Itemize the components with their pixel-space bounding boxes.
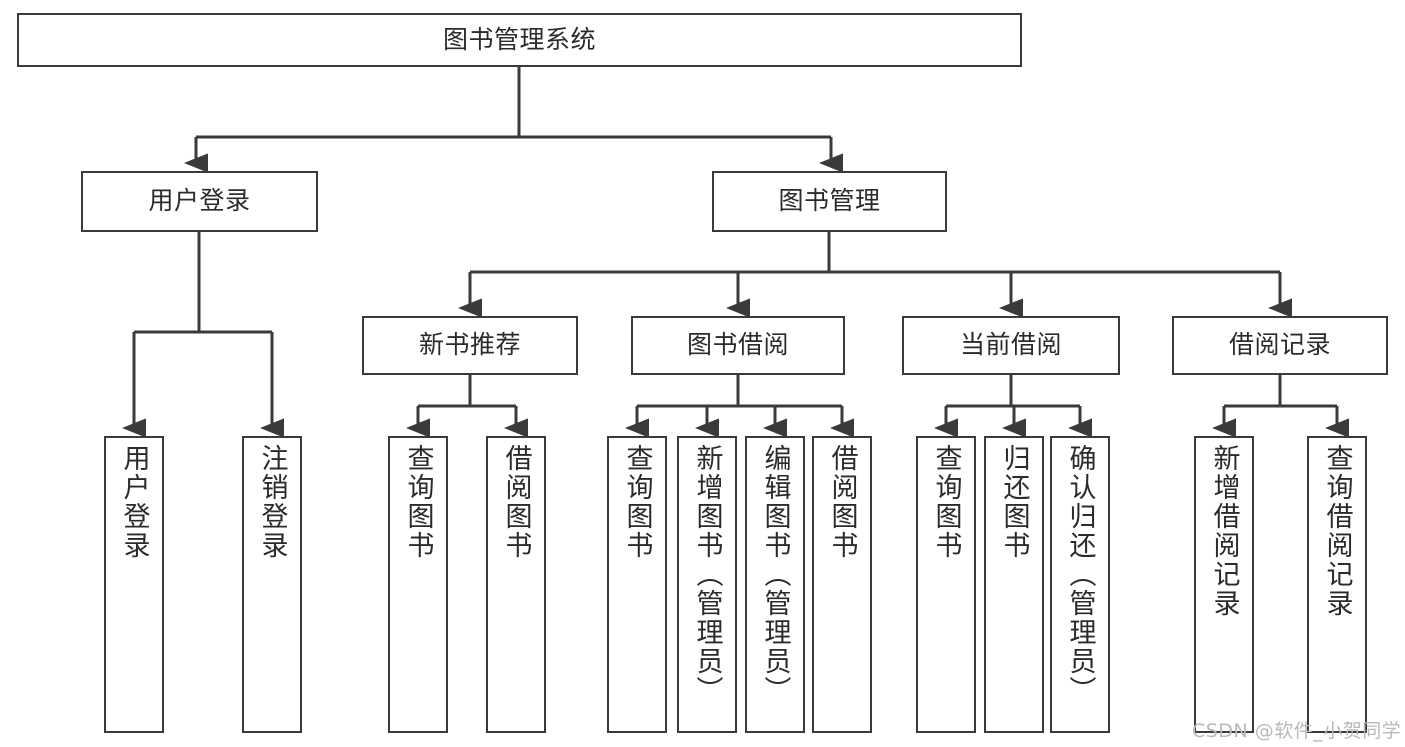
node-book-borrow-label: 图书借阅: [686, 330, 789, 360]
node-leaf-query-book-1[interactable]: 查询图书: [388, 436, 448, 733]
node-leaf-borrow-book-1[interactable]: 借阅图书: [486, 436, 546, 733]
node-leaf-add-book-admin-label: 新增图书（管理员）: [691, 444, 723, 705]
node-root[interactable]: 图书管理系统: [17, 13, 1022, 67]
node-new-book-recommend-label: 新书推荐: [418, 330, 521, 360]
node-leaf-logout-label: 注销登录: [256, 444, 288, 560]
node-leaf-add-borrow-record-label: 新增借阅记录: [1208, 444, 1240, 618]
node-leaf-return-book[interactable]: 归还图书: [984, 436, 1044, 733]
node-book-manage[interactable]: 图书管理: [712, 171, 947, 232]
csdn-watermark: CSDN @软件_小贺同学: [1192, 720, 1402, 742]
node-current-borrow-label: 当前借阅: [959, 330, 1062, 360]
node-new-book-recommend[interactable]: 新书推荐: [362, 316, 578, 375]
node-leaf-query-book-2-label: 查询图书: [621, 444, 653, 560]
node-leaf-edit-book-admin[interactable]: 编辑图书（管理员）: [745, 436, 805, 733]
node-leaf-query-borrow-record-label: 查询借阅记录: [1321, 444, 1353, 618]
node-root-label: 图书管理系统: [442, 24, 596, 54]
node-leaf-query-book-3-label: 查询图书: [930, 444, 962, 560]
node-borrow-record[interactable]: 借阅记录: [1172, 316, 1388, 375]
node-leaf-query-borrow-record[interactable]: 查询借阅记录: [1307, 436, 1367, 733]
node-leaf-user-login-label: 用户登录: [118, 444, 150, 560]
node-leaf-add-book-admin[interactable]: 新增图书（管理员）: [677, 436, 737, 733]
node-leaf-borrow-book-1-label: 借阅图书: [500, 444, 532, 560]
node-leaf-borrow-book-2[interactable]: 借阅图书: [812, 436, 872, 733]
node-leaf-add-borrow-record[interactable]: 新增借阅记录: [1194, 436, 1254, 733]
node-user-login[interactable]: 用户登录: [81, 171, 318, 232]
node-leaf-confirm-return-admin[interactable]: 确认归还（管理员）: [1050, 436, 1110, 733]
node-book-manage-label: 图书管理: [778, 186, 881, 216]
node-leaf-user-login[interactable]: 用户登录: [104, 436, 164, 733]
node-leaf-confirm-return-admin-label: 确认归还（管理员）: [1064, 444, 1096, 705]
node-book-borrow[interactable]: 图书借阅: [631, 316, 845, 375]
node-user-login-label: 用户登录: [148, 186, 251, 216]
node-current-borrow[interactable]: 当前借阅: [902, 316, 1120, 375]
node-leaf-query-book-2[interactable]: 查询图书: [607, 436, 667, 733]
node-leaf-edit-book-admin-label: 编辑图书（管理员）: [759, 444, 791, 705]
node-leaf-query-book-1-label: 查询图书: [402, 444, 434, 560]
node-leaf-borrow-book-2-label: 借阅图书: [826, 444, 858, 560]
node-borrow-record-label: 借阅记录: [1228, 330, 1331, 360]
node-leaf-query-book-3[interactable]: 查询图书: [916, 436, 976, 733]
node-leaf-logout[interactable]: 注销登录: [242, 436, 302, 733]
node-leaf-return-book-label: 归还图书: [998, 444, 1030, 560]
